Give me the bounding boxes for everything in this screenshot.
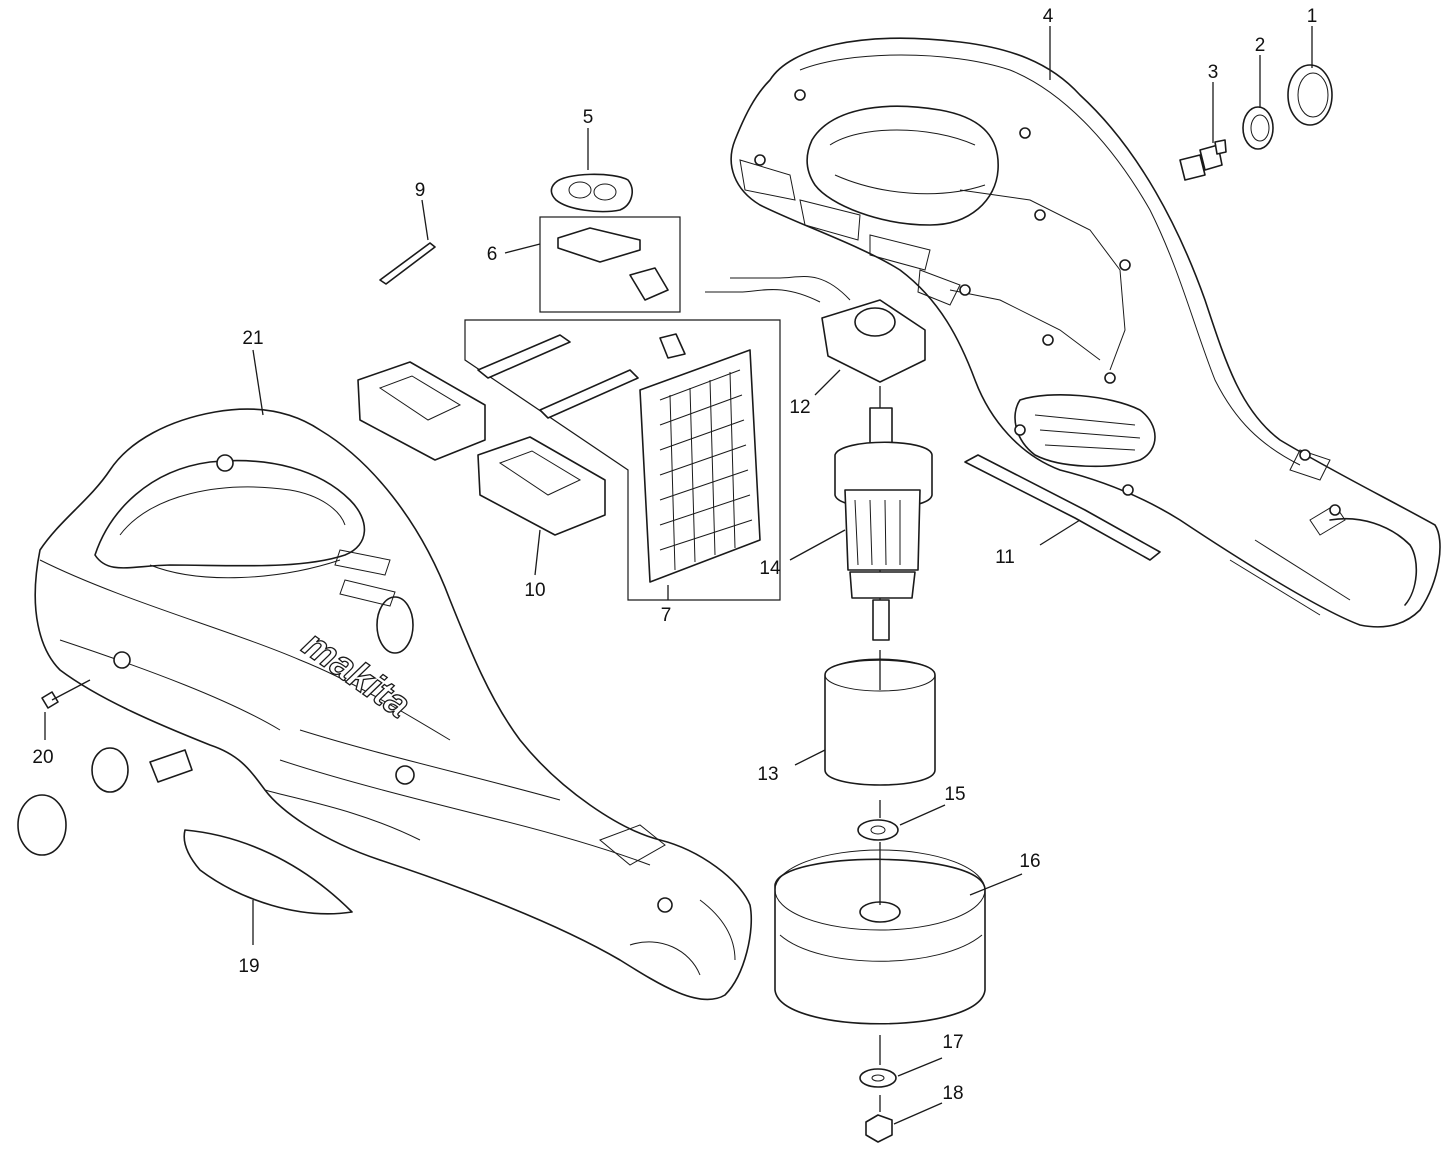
terminal-part-3 [1179,139,1227,181]
part-number-15: 15 [944,784,965,805]
part-number-4: 4 [1043,6,1054,27]
label-part-19 [183,829,353,915]
part-number-2: 2 [1255,35,1266,56]
part-number-12: 12 [789,397,810,418]
ring-part-1 [1287,64,1333,126]
part-number-11: 11 [995,547,1015,568]
part-number-18: 18 [942,1083,963,1104]
filter-assembly-part-7 [464,319,781,601]
fan-part-16 [774,849,986,1025]
part-number-3: 3 [1208,62,1219,83]
part-number-21: 21 [242,328,263,349]
battery-terminal-part-10 [357,361,606,536]
part-number-9: 9 [415,180,426,201]
brush-holder-part-12 [705,276,926,383]
screw-part-20 [17,679,193,856]
part-number-7: 7 [661,605,672,626]
part-number-labels: 1 2 3 4 5 6 7 9 10 11 12 13 14 15 16 17 … [32,6,1317,1104]
part-number-13: 13 [757,764,778,785]
switch-cap-part-5 [550,173,633,213]
washer-part-15 [857,819,899,841]
part-number-19: 19 [238,956,259,977]
part-number-1: 1 [1307,6,1318,27]
armature-part-14 [834,386,933,641]
part-number-20: 20 [32,747,53,768]
housing-left-half: makita [34,408,753,1001]
ring-part-2 [1242,106,1274,150]
clip-part-9 [379,242,436,285]
part-number-6: 6 [487,244,498,265]
part-number-17: 17 [942,1032,963,1053]
housing-right-half [730,37,1441,628]
strip-part-11 [964,454,1161,561]
part-number-5: 5 [583,107,594,128]
part-number-14: 14 [759,558,781,579]
washer-part-17 [859,1068,897,1088]
part-number-16: 16 [1019,851,1040,872]
leader-lines [44,26,1313,1125]
nut-part-18 [865,1114,893,1143]
part-number-10: 10 [524,580,545,601]
switch-assembly-part-6 [539,216,681,313]
